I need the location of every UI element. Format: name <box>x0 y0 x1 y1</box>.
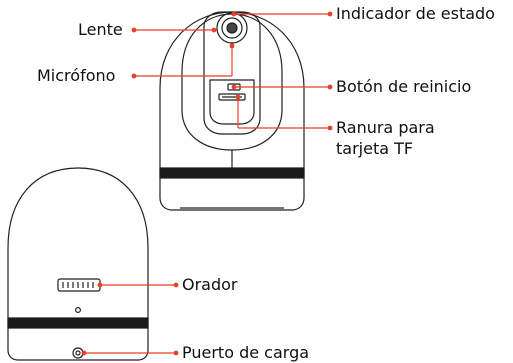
recess-panel <box>209 79 255 125</box>
label-lens: Lente <box>78 20 123 39</box>
front-base-shell <box>159 11 305 211</box>
camera-back-view <box>7 167 149 361</box>
front-head <box>181 13 283 151</box>
lens-middle-ring <box>221 17 243 39</box>
tf-slot-shape <box>218 93 246 101</box>
label-microphone: Micrófono <box>37 66 116 85</box>
label-speaker: Orador <box>182 275 238 294</box>
back-screw <box>74 307 81 314</box>
label-reset-button: Botón de reinicio <box>336 77 472 96</box>
lens-inner <box>226 22 238 34</box>
speaker-grille <box>57 278 101 292</box>
label-status-indicator: Indicador de estado <box>336 4 495 23</box>
charging-port-shape <box>72 347 84 359</box>
back-shell <box>7 167 149 361</box>
front-base-band <box>159 167 305 179</box>
charging-port-inner <box>75 350 81 356</box>
label-tf-slot-line2: tarjeta TF <box>336 139 414 158</box>
label-tf-slot-line1: Ranura para <box>336 118 435 137</box>
front-face-plate <box>203 11 261 135</box>
back-base-band <box>7 317 149 329</box>
leader-lines <box>81 11 333 356</box>
label-charging-port: Puerto de carga <box>182 343 310 362</box>
camera-front-view <box>159 11 305 211</box>
speaker-slots <box>62 282 94 288</box>
